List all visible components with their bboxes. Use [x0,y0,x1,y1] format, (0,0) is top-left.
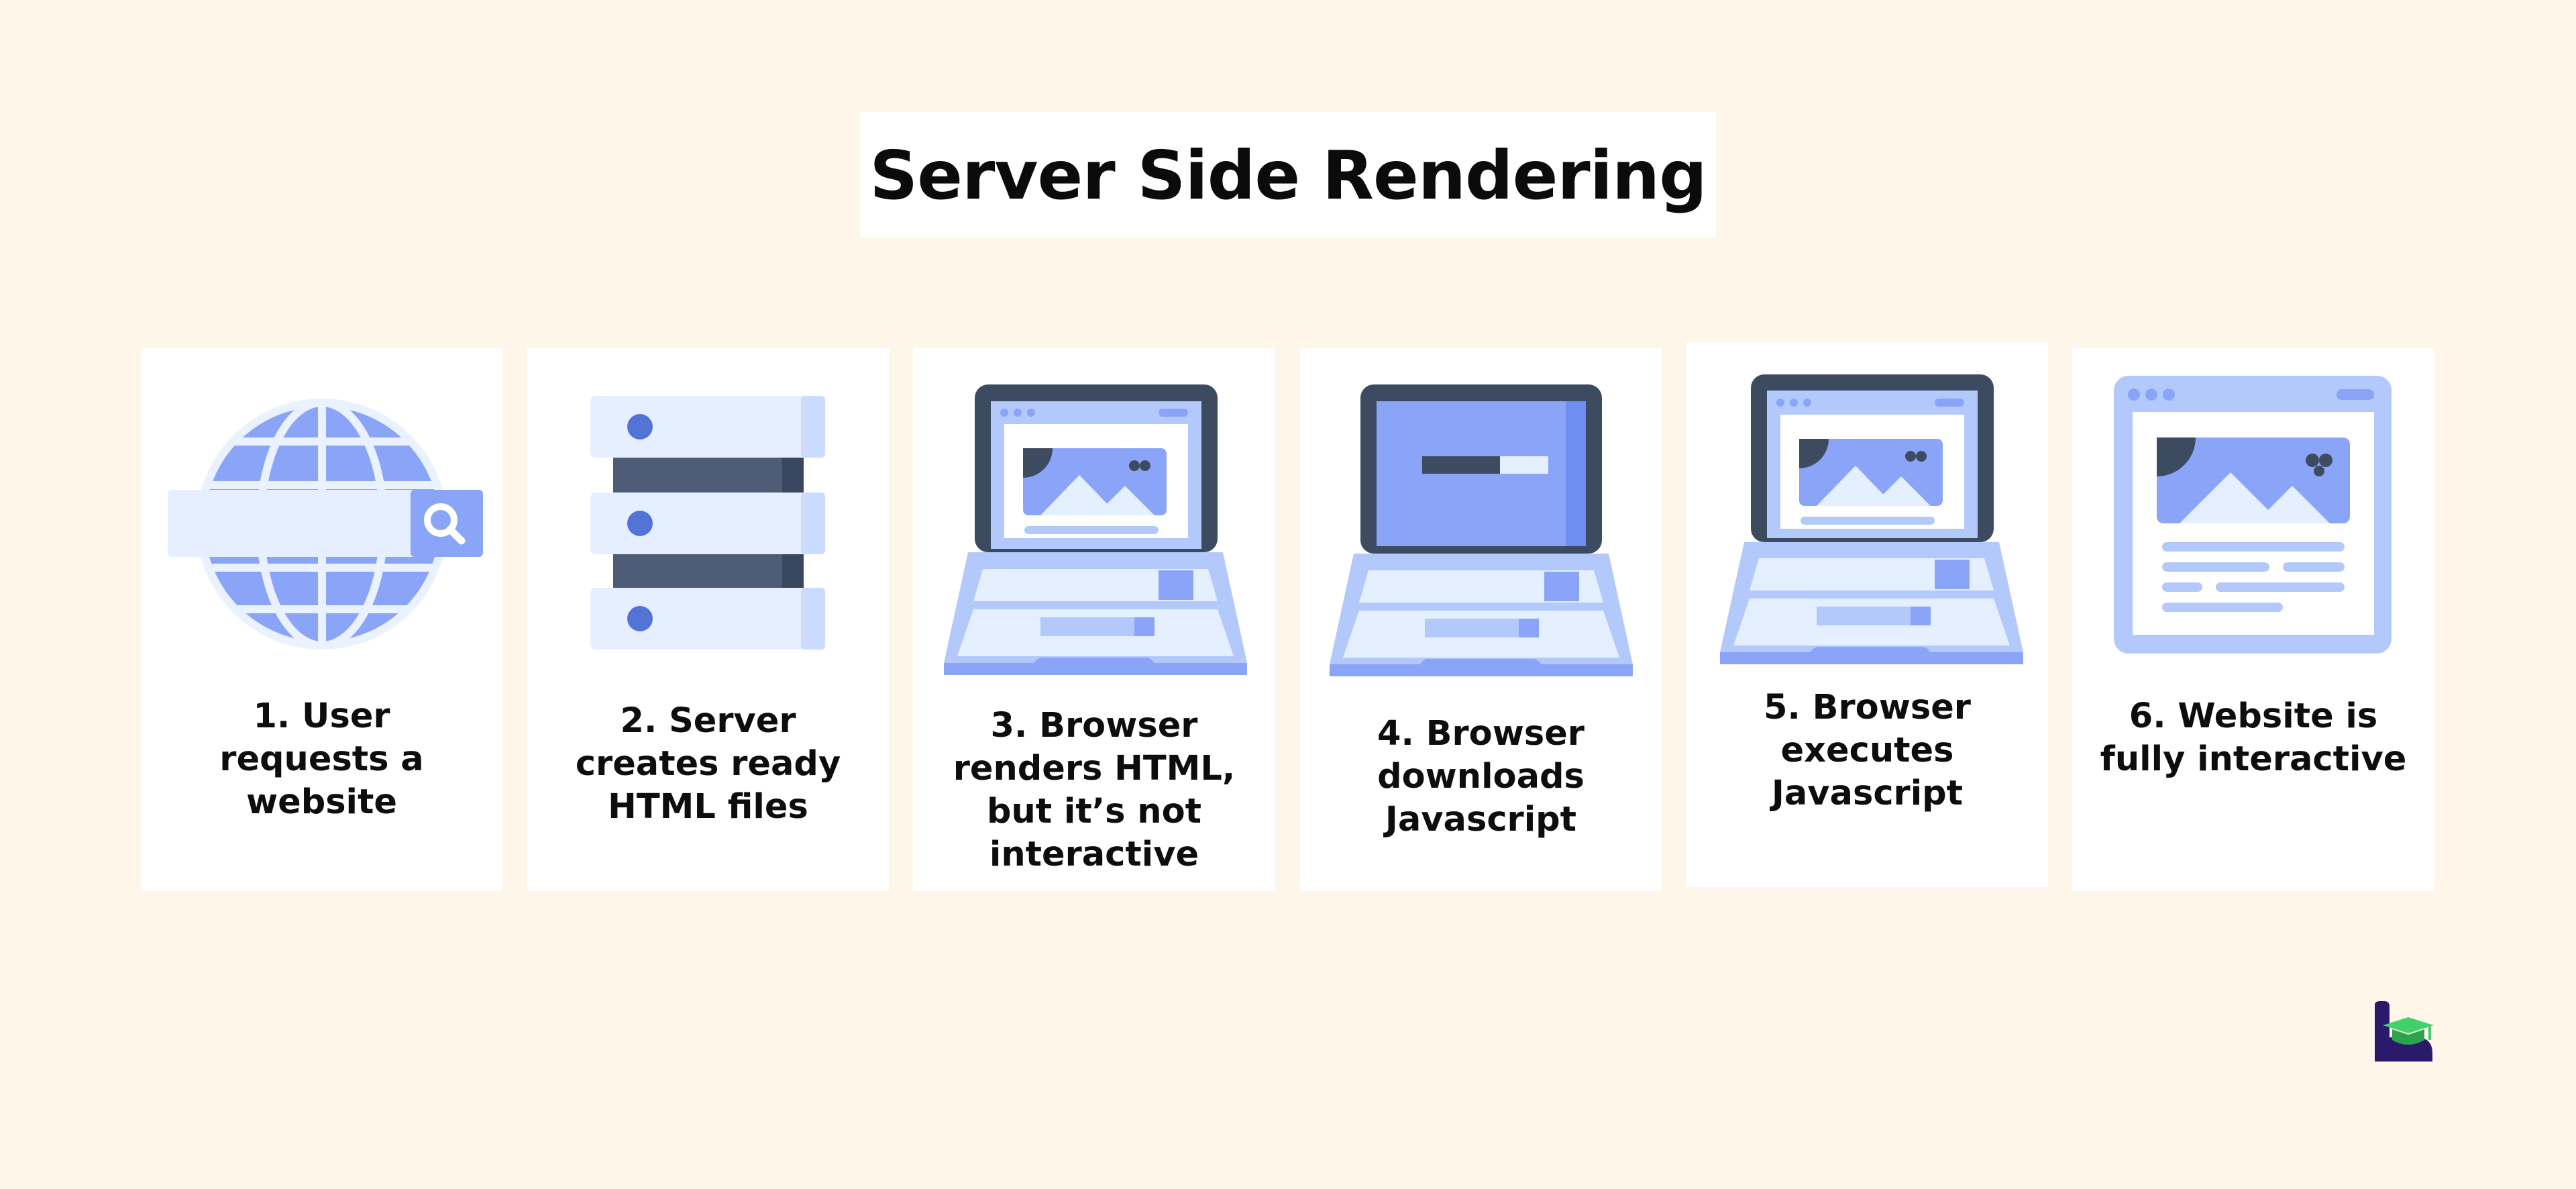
graduation-cap-logo-icon [2375,1001,2434,1062]
step-card-5: 5. Browser executes Javascript [1686,342,2048,887]
page-title: Server Side Rendering [869,136,1707,215]
step-label-1: 1. User requests a website [219,696,424,822]
globe-search-icon [168,399,483,650]
laptop-download-icon [1330,384,1633,676]
interactive-webpage-icon [2114,376,2392,654]
laptop-static-page-icon [944,384,1247,675]
title-box: Server Side Rendering [860,112,1716,238]
step-label-2: 2. Server creates ready HTML files [575,701,841,827]
step-label-5: 5. Browser executes Javascript [1764,688,1971,813]
step-card-3: 3. Browser renders HTML, but it’s not in… [913,348,1275,891]
step-label-6: 6. Website is fully interactive [2100,696,2407,779]
laptop-executing-icon [1720,374,2023,664]
step-label-3: 3. Browser renders HTML, but it’s not in… [953,706,1236,874]
step-card-4: 4. Browser downloads Javascript [1300,348,1662,891]
server-rack-icon [590,396,825,650]
step-label-4: 4. Browser downloads Javascript [1377,714,1585,839]
step-card-6: 6. Website is fully interactive [2072,348,2434,891]
step-card-1: 1. User requests a website [141,348,502,891]
step-card-2: 2. Server creates ready HTML files [527,348,889,891]
